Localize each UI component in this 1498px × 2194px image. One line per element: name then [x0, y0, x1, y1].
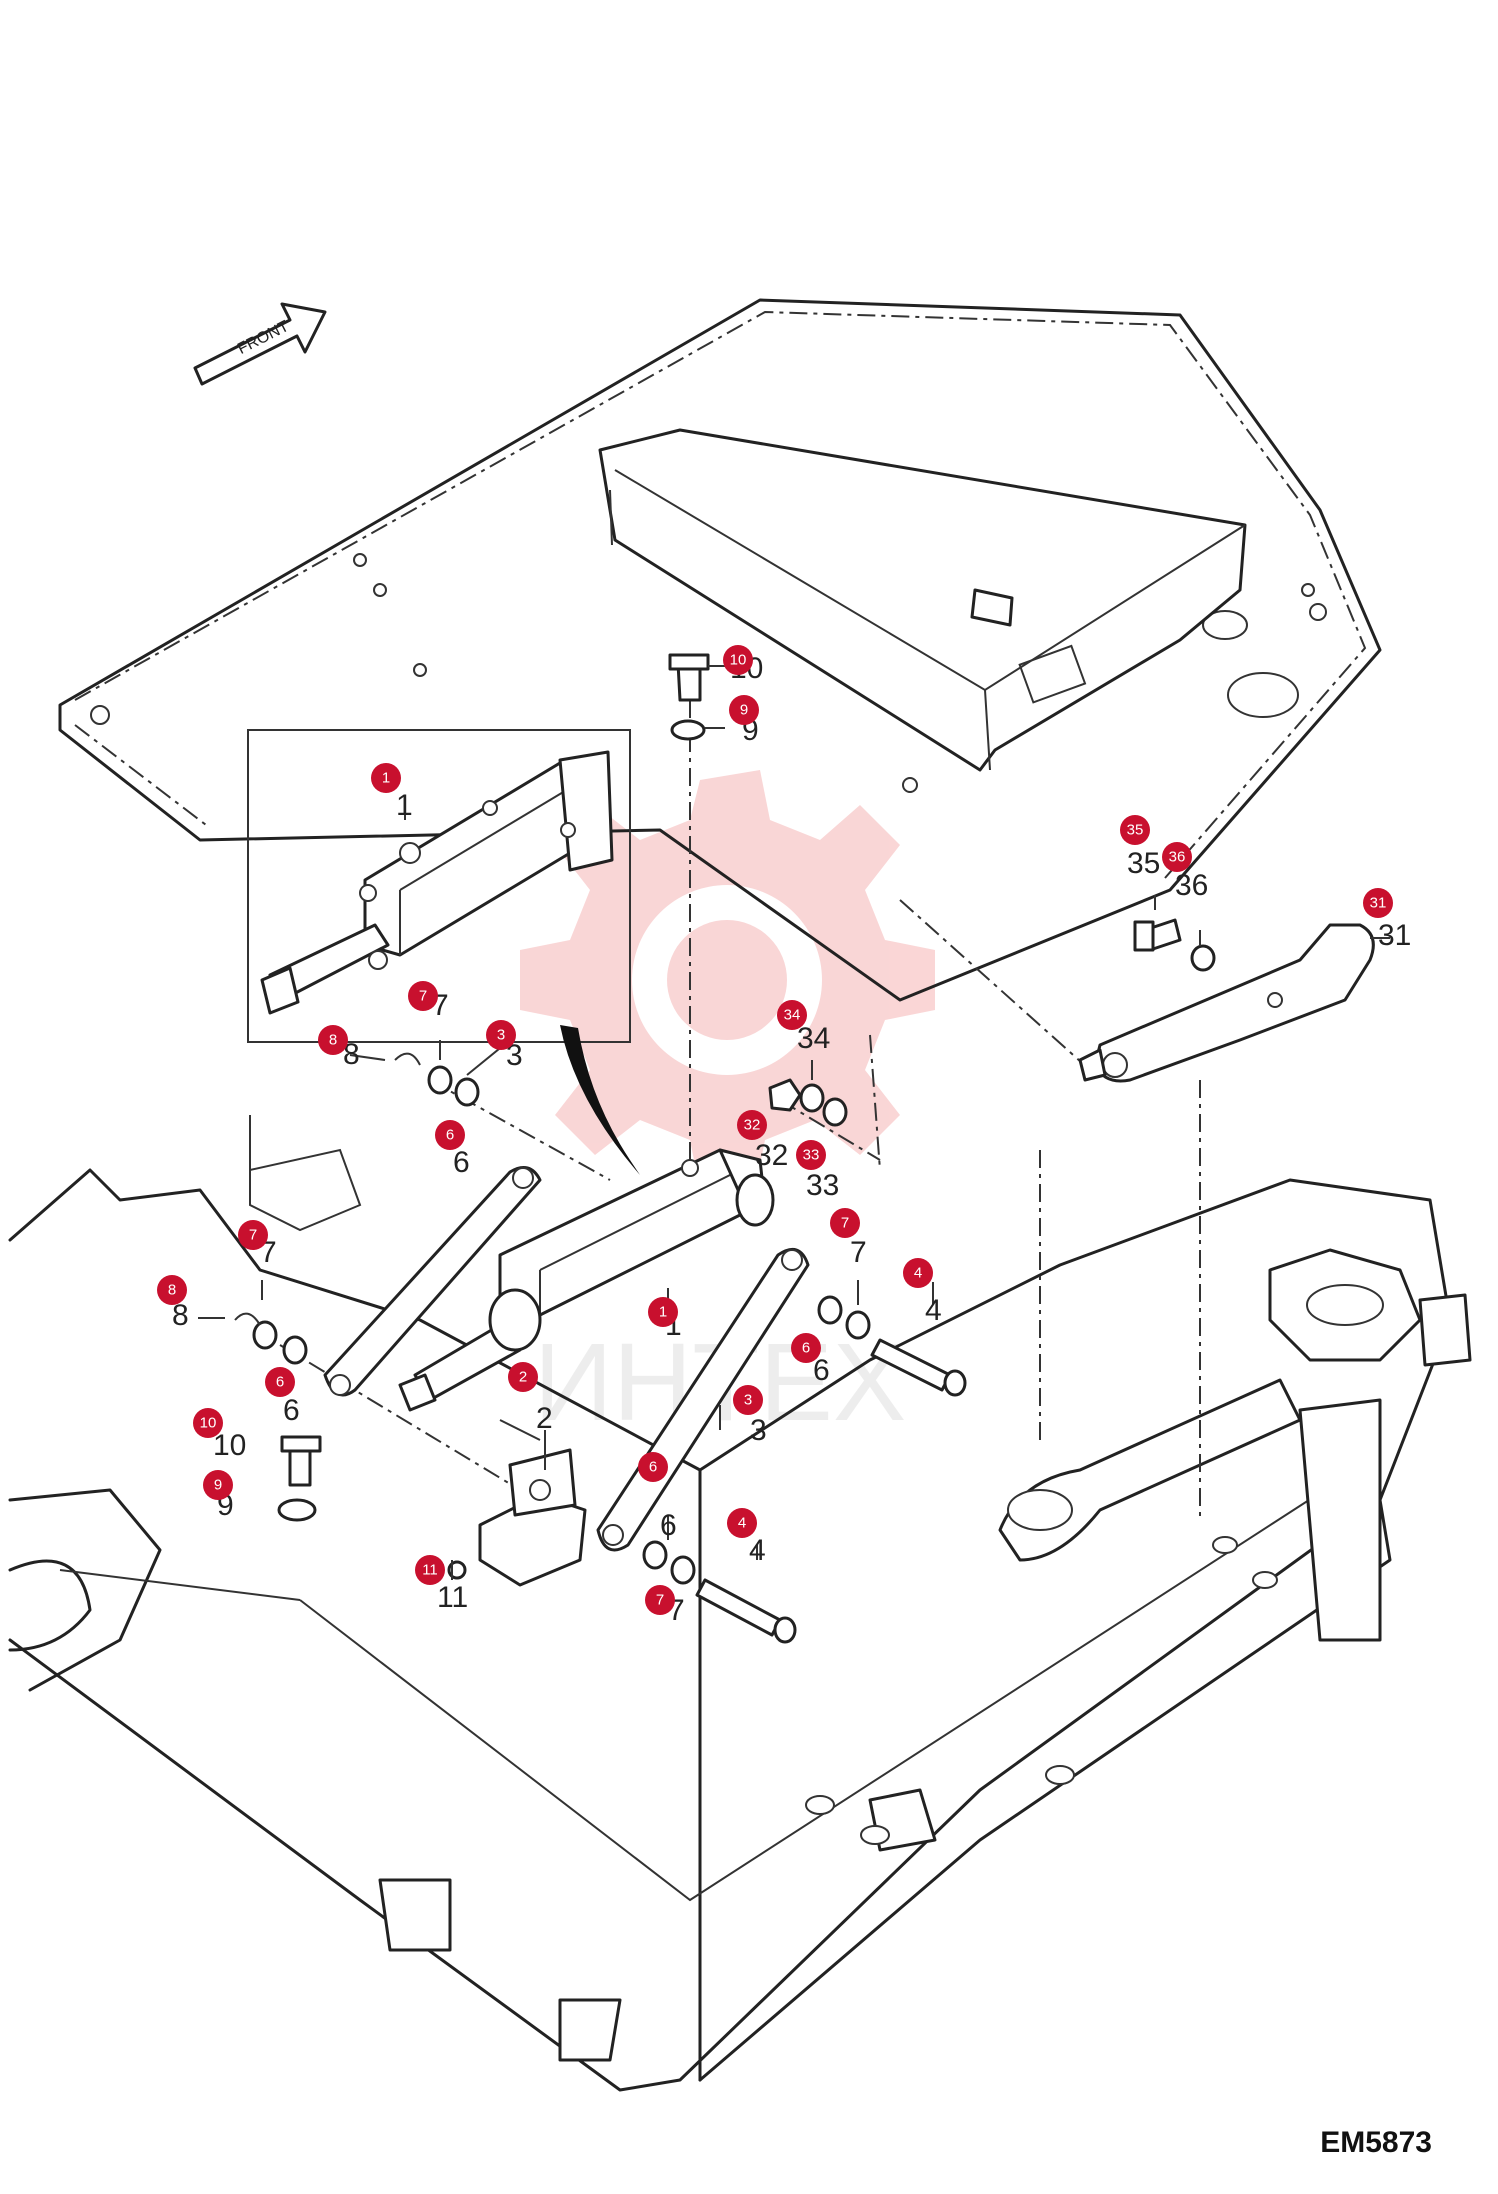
svg-text:2: 2: [519, 1369, 527, 1386]
svg-text:6: 6: [802, 1340, 810, 1357]
svg-text:1: 1: [382, 770, 390, 787]
link-arm-upper: [323, 1166, 542, 1397]
svg-text:32: 32: [744, 1117, 761, 1134]
callout-bubble: 7: [830, 1208, 860, 1238]
bolt-top: [668, 653, 710, 702]
svg-text:10: 10: [730, 652, 747, 669]
bolt-lever: [1133, 918, 1182, 952]
callout-bubble: 1: [648, 1297, 678, 1327]
callout-bubble: 7: [238, 1220, 268, 1250]
callout-bubble: 33: [796, 1140, 826, 1170]
part-number-labels: 1 1 2 3 3 4 4 6 6 6 6 7 7 7 7 8 8 9 9 10…: [172, 652, 1411, 1627]
callout-bubble: 1: [371, 763, 401, 793]
callout-bubble: 4: [727, 1508, 757, 1538]
part-number: 3: [750, 1414, 767, 1447]
svg-text:35: 35: [1127, 822, 1144, 839]
svg-text:6: 6: [446, 1127, 454, 1144]
pin-upper: [870, 1338, 967, 1397]
callout-bubble: 6: [638, 1452, 668, 1482]
svg-text:4: 4: [914, 1265, 922, 1282]
lower-frame: [8, 1080, 1472, 2092]
part-number: 4: [925, 1294, 942, 1327]
bolt-left: [280, 1435, 322, 1487]
svg-text:3: 3: [497, 1027, 505, 1044]
svg-text:34: 34: [784, 1007, 801, 1024]
callout-bubble: 6: [435, 1120, 465, 1150]
part-number: 3: [506, 1039, 523, 1072]
part-number: 36: [1175, 869, 1208, 902]
svg-text:10: 10: [200, 1415, 217, 1432]
part-number: 8: [172, 1299, 189, 1332]
part-number: 2: [536, 1402, 553, 1435]
svg-text:9: 9: [740, 702, 748, 719]
callout-bubble: 36: [1162, 842, 1192, 872]
svg-text:36: 36: [1169, 849, 1186, 866]
callout-bubble: 10: [193, 1408, 223, 1438]
part-number: 8: [343, 1038, 360, 1071]
callout-bubble: 10: [723, 645, 753, 675]
svg-text:6: 6: [649, 1459, 657, 1476]
callout-bubble: 9: [729, 695, 759, 725]
svg-text:1: 1: [659, 1304, 667, 1321]
svg-text:3: 3: [744, 1392, 752, 1409]
callout-bubble: 11: [415, 1555, 445, 1585]
svg-text:4: 4: [738, 1515, 746, 1532]
callout-bubble: 7: [645, 1585, 675, 1615]
release-lever: [1078, 923, 1375, 1083]
callout-bubble: 35: [1120, 815, 1150, 845]
callout-bubble: 8: [157, 1275, 187, 1305]
part-number: 6: [660, 1509, 677, 1542]
assembly-centerlines: [279, 700, 1091, 1506]
svg-text:11: 11: [422, 1562, 438, 1579]
part-number: 6: [813, 1354, 830, 1387]
callout-bubble: 31: [1363, 888, 1393, 918]
callout-bubbles: 1 1 2 3 3 4 4 6 6 6 6 7 7 7 7 8 8 9 9 10…: [157, 645, 1393, 1615]
callout-bubble: 2: [508, 1362, 538, 1392]
part-number: 35: [1127, 847, 1160, 880]
callout-bubble: 7: [408, 981, 438, 1011]
svg-text:9: 9: [214, 1477, 222, 1494]
part-number: 1: [396, 789, 413, 822]
inset-detail: [247, 729, 631, 1043]
svg-text:31: 31: [1370, 895, 1387, 912]
callout-bubble: 34: [777, 1000, 807, 1030]
part-number: 31: [1378, 919, 1411, 952]
callout-bubble: 32: [737, 1110, 767, 1140]
callout-bubble: 6: [791, 1333, 821, 1363]
svg-text:7: 7: [419, 988, 427, 1005]
bracket: [478, 1448, 587, 1587]
part-number: 33: [806, 1169, 839, 1202]
part-number: 7: [850, 1236, 867, 1269]
cab-floor-plate: [58, 298, 1382, 1002]
washers: [252, 719, 1216, 1585]
callout-bubble: 3: [733, 1385, 763, 1415]
drawing-code: EM5873: [1320, 2126, 1432, 2159]
part-number: 4: [749, 1534, 766, 1567]
svg-text:8: 8: [168, 1282, 176, 1299]
part-number: 34: [797, 1022, 830, 1055]
callout-bubble: 8: [318, 1025, 348, 1055]
part-number: 32: [755, 1139, 788, 1172]
callout-bubble: 9: [203, 1470, 233, 1500]
svg-text:8: 8: [329, 1032, 337, 1049]
gas-spring-cylinder: [398, 1148, 775, 1412]
detail-pointer-arrow: [560, 1025, 640, 1175]
pin-lower: [695, 1578, 797, 1644]
front-direction-arrow: FRONT: [193, 302, 327, 386]
part-number: 10: [213, 1429, 246, 1462]
svg-text:7: 7: [841, 1215, 849, 1232]
svg-text:7: 7: [656, 1592, 664, 1609]
storage-box: [598, 428, 1247, 772]
part-number: 6: [453, 1146, 470, 1179]
callout-bubble: 3: [486, 1020, 516, 1050]
svg-text:33: 33: [803, 1147, 820, 1164]
svg-text:6: 6: [276, 1374, 284, 1391]
svg-text:7: 7: [249, 1227, 257, 1244]
watermark-logo: ИНТЕХ: [520, 770, 935, 1444]
part-number: 6: [283, 1394, 300, 1427]
part-number: 11: [437, 1581, 468, 1614]
callout-bubble: 6: [265, 1367, 295, 1397]
callout-bubble: 4: [903, 1258, 933, 1288]
